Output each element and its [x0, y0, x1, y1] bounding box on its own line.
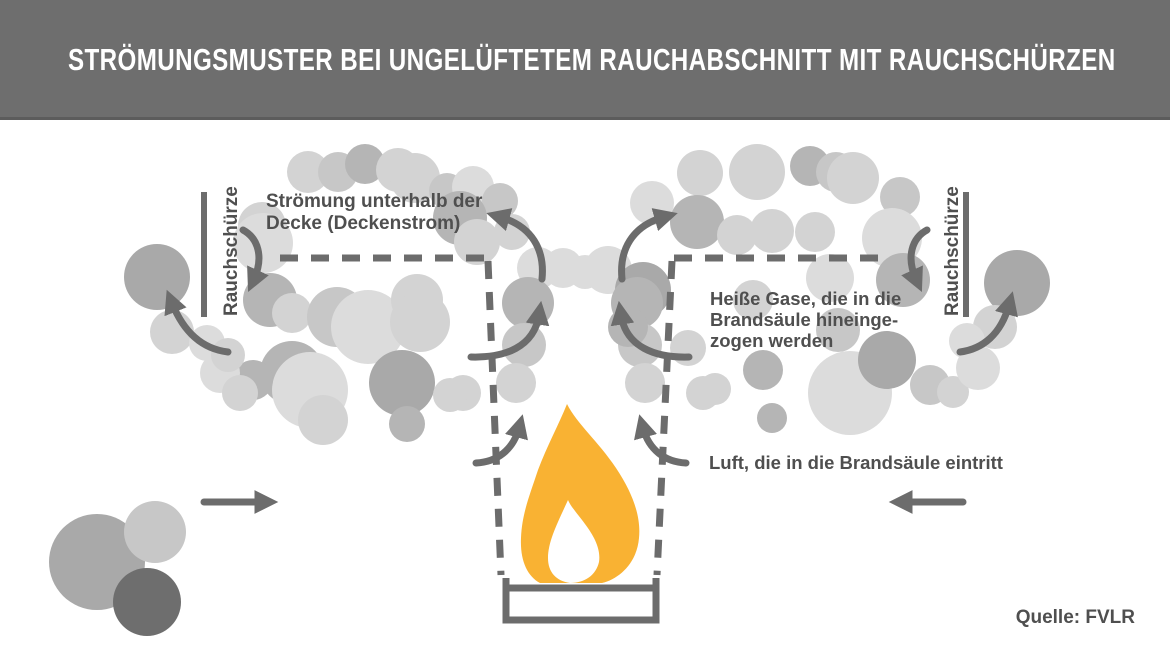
smoke-particle: [729, 144, 785, 200]
diagram-labels: Strömung unterhalb der Decke (Deckenstro…: [266, 191, 1135, 628]
smoke-particle: [670, 330, 706, 366]
smoke-particle: [124, 501, 186, 563]
flame-inner-core: [548, 500, 600, 583]
hot-gases-label-line2: Brandsäule hineinge-: [710, 309, 898, 330]
smoke-particle: [369, 350, 435, 416]
smoke-particle: [880, 177, 920, 217]
smoke-curtain-right: Rauchschürze: [942, 186, 969, 317]
smoke-particle: [233, 213, 293, 273]
fire-base-rect: [502, 584, 660, 624]
smoke-curtain-right-label: Rauchschürze: [942, 186, 963, 316]
source-label: Quelle: FVLR: [1016, 607, 1136, 628]
smoke-curtain-left: Rauchschürze: [201, 186, 242, 317]
air-entry-arrow-left: [472, 414, 528, 467]
hot-gases-label-line1: Heiße Gase, die in die: [710, 288, 901, 309]
smoke-particle: [956, 346, 1000, 390]
smoke-particle: [717, 215, 757, 255]
smoke-particle: [862, 208, 922, 268]
ceiling-flow-label-line2: Decke (Deckenstrom): [266, 213, 460, 234]
header-bar: STRÖMUNGSMUSTER BEI UNGELÜFTETEM RAUCHAB…: [0, 0, 1170, 120]
air-inflow-label: Luft, die in die Brandsäule eintritt: [709, 452, 1003, 473]
ceiling-flow-label-line1: Strömung unterhalb der: [266, 191, 483, 212]
plume-boundary-left: [484, 260, 505, 576]
smoke-particle: [827, 152, 879, 204]
smoke-particle: [625, 363, 665, 403]
smoke-particle: [670, 195, 724, 249]
smoke-particle: [733, 280, 773, 320]
smoke-particle: [502, 277, 554, 329]
ceiling-flow-arrow-left: [486, 208, 546, 283]
spill-arrow-outer-left: [164, 289, 232, 356]
smoke-cloud-left: [124, 144, 583, 445]
entrainment-arrow-mid-right: [610, 300, 693, 361]
fire: [502, 404, 660, 624]
smoke-particle: [272, 293, 312, 333]
smoke-particle: [757, 403, 787, 433]
air-entry-arrow-right: [634, 414, 690, 467]
smoke-cloud-small-bottom-left: [49, 501, 186, 636]
smoke-particle: [816, 308, 860, 352]
spill-arrow-outer-right: [956, 291, 1018, 356]
hot-gases-label-line3: zogen werden: [710, 330, 833, 351]
smoke-particle: [686, 376, 720, 410]
smoke-particle: [331, 290, 405, 364]
curtain-overflow-arrow-left: [239, 226, 269, 293]
smoke-particle: [124, 244, 190, 310]
smoke-particle: [298, 395, 348, 445]
smoke-particle: [858, 331, 916, 389]
smoke-particle: [345, 144, 385, 184]
smoke-particle: [433, 378, 467, 412]
smoke-layer-boundaries: [280, 254, 888, 576]
smoke-particle: [390, 153, 440, 203]
smoke-particle: [222, 375, 258, 411]
ceiling-flow-arrow-right: [618, 208, 678, 283]
fire-base-corner-posts: [502, 578, 660, 590]
entrainment-arrow-mid-left: [467, 300, 550, 361]
curtain-overflow-arrow-right: [901, 226, 931, 293]
smoke-particle: [677, 150, 723, 196]
smoke-particle: [390, 292, 450, 352]
smoke-particle: [795, 212, 835, 252]
smoke-particle: [806, 254, 854, 302]
smoke-particle: [743, 350, 783, 390]
smoke-particle: [937, 376, 969, 408]
smoke-particle: [496, 363, 536, 403]
flame-icon: [520, 404, 640, 583]
flow-arrows: [164, 208, 1018, 514]
plume-boundary-right: [653, 260, 676, 576]
page-title: STRÖMUNGSMUSTER BEI UNGELÜFTETEM RAUCHAB…: [68, 42, 1116, 77]
smoke-particle: [287, 151, 329, 193]
smoke-particle: [113, 568, 181, 636]
smoke-particle: [750, 209, 794, 253]
smoke-curtain-left-label: Rauchschürze: [221, 186, 242, 316]
smoke-particle: [389, 406, 425, 442]
